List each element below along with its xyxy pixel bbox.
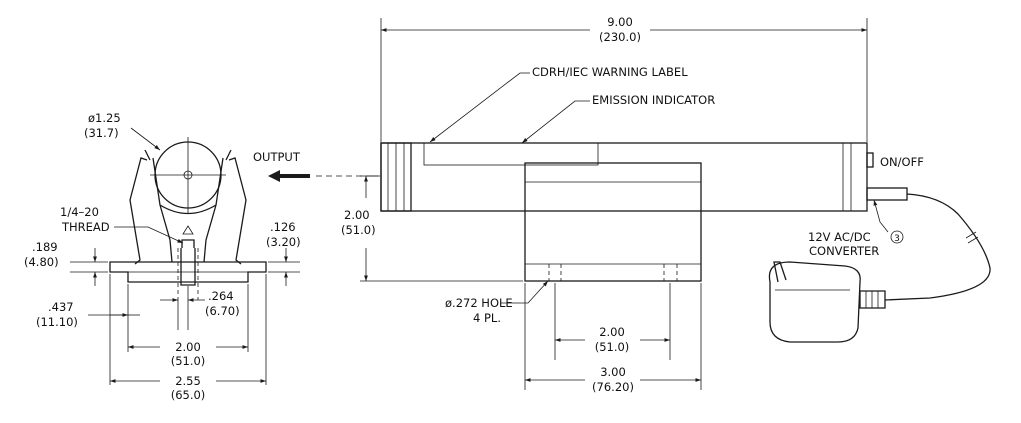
hole-qty: 4 PL. [473, 311, 501, 325]
dim-126: .126 [270, 220, 296, 234]
hole-spacing-dim: 2.00 [599, 325, 625, 339]
converter-prong [773, 261, 787, 283]
hole-callout: ø.272 HOLE [445, 296, 513, 310]
warning-label-text: CDRH/IEC WARNING LABEL [532, 65, 688, 79]
dim-437-mm: (11.10) [36, 315, 78, 329]
power-cable [884, 193, 991, 301]
dim-189-mm: (4.80) [24, 255, 59, 269]
mount-bracket [129, 149, 247, 265]
side-view: 2.00 (51.0) 2.55 (65.0) ø1.25 (31.7) 1/4… [24, 111, 301, 402]
front-view: 9.00 (230.0) ON/OFF CDRH/IEC WARNING LAB… [341, 15, 924, 394]
height-dim-mm: (51.0) [341, 223, 376, 237]
cable-strain-relief [859, 290, 886, 309]
dim-264: .264 [208, 289, 234, 303]
base-width-front-dim: 3.00 [600, 365, 626, 379]
side-width-dim-mm: (51.0) [171, 354, 206, 368]
on-off-label: ON/OFF [880, 155, 924, 169]
thread-label: THREAD [61, 220, 110, 234]
mount-block [524, 162, 702, 282]
side-width-dim: 2.00 [175, 340, 201, 354]
dim-126-mm: (3.20) [266, 235, 301, 249]
output-label: OUTPUT [253, 150, 301, 164]
emission-indicator-text: EMISSION INDICATOR [592, 93, 715, 107]
length-dim: 9.00 [607, 15, 633, 29]
power-switch [866, 152, 874, 168]
dim-437: .437 [48, 300, 74, 314]
callout-circle [890, 230, 904, 244]
power-converter: 12V AC/DC 3 CONVERTER [768, 193, 991, 343]
hole-spacing-dim-mm: (51.0) [595, 340, 630, 354]
converter-label-line2: CONVERTER [809, 244, 879, 258]
laser-tube [380, 142, 868, 212]
base-width-dim-mm: (65.0) [171, 388, 206, 402]
power-jack [866, 187, 908, 201]
warning-label-band [423, 142, 599, 166]
diameter-dim-mm: (31.7) [84, 126, 119, 140]
thread-spec: 1/4–20 [60, 205, 99, 219]
converter-body [768, 261, 861, 343]
mount-base [109, 261, 267, 283]
dim-189: .189 [32, 240, 58, 254]
converter-label-line1: 12V AC/DC [808, 230, 871, 244]
base-width-front-dim-mm: (76.20) [592, 380, 634, 394]
output-indicator: OUTPUT [253, 150, 372, 182]
base-width-dim: 2.55 [175, 374, 201, 388]
diameter-dim: ø1.25 [88, 111, 121, 125]
height-dim: 2.00 [344, 208, 370, 222]
converter-callout-number: 3 [894, 234, 900, 244]
length-dim-mm: (230.0) [599, 30, 641, 44]
dim-264-mm: (6.70) [205, 304, 240, 318]
